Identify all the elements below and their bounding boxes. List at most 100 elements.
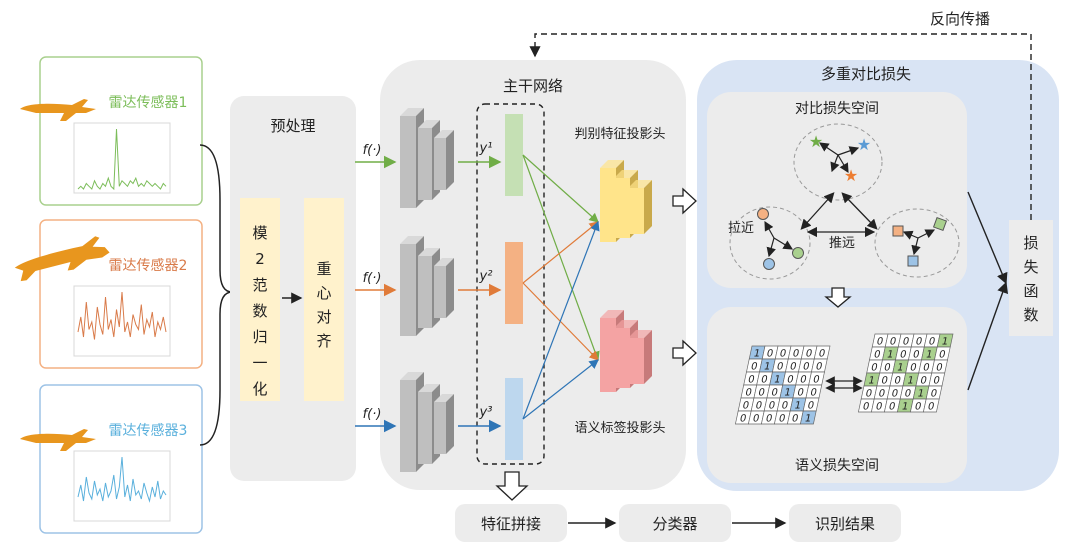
encoder-label: f(·): [363, 271, 382, 286]
merge-brace: [199, 144, 233, 446]
matrix-value: 0: [739, 414, 748, 425]
matrix-value: 0: [765, 414, 774, 425]
matrix-value: 0: [778, 349, 787, 360]
feature-vector: [505, 114, 523, 196]
circle-icon: [757, 208, 769, 220]
head-block: [628, 188, 644, 234]
contrast-to-semantic-arrow: [824, 287, 852, 308]
conv-block: [434, 402, 446, 454]
result-label: 识别结果: [815, 515, 875, 533]
circle-points: [764, 220, 794, 258]
feature-label: y³: [479, 405, 493, 420]
matrix-value: 0: [802, 362, 811, 373]
to-sem-head-arrow: [522, 359, 599, 420]
matrix-value: 0: [888, 402, 897, 413]
matrix-value: 1: [916, 389, 925, 400]
conv-block: [400, 244, 416, 336]
square-icon: [892, 225, 904, 237]
matrix-value: 0: [778, 414, 787, 425]
matrix-value: 0: [875, 337, 884, 348]
matrix-value: 1: [793, 401, 802, 412]
matrix-value: 0: [786, 375, 795, 386]
classifier-label: 分类器: [652, 515, 697, 533]
pull-label: 拉近: [728, 221, 754, 236]
signal-line: [77, 128, 167, 191]
to-disc-head-arrow: [522, 220, 600, 420]
matrix-value: 0: [747, 375, 756, 386]
feature-label: y²: [479, 269, 493, 284]
conv-block: [446, 130, 454, 190]
matrix-value: 1: [886, 350, 895, 361]
conv-block: [434, 394, 454, 402]
head-block: [614, 178, 630, 238]
matrix-value: 0: [806, 401, 815, 412]
backprop-arrow: [529, 33, 1032, 220]
disc-head-label: 判别特征投影头: [574, 126, 665, 142]
align-text-char: 对: [316, 308, 331, 326]
cluster-stars: [793, 123, 883, 201]
star-icon: ★: [857, 135, 871, 154]
matrix-value: 0: [899, 350, 908, 361]
conv-block: [434, 138, 446, 190]
matrix-value: 1: [804, 414, 813, 425]
matrix-value: 0: [870, 363, 879, 374]
head-block: [600, 318, 616, 392]
disc-to-loss-arrow: [672, 187, 697, 215]
matrix-value: 0: [815, 362, 824, 373]
norm-text-char: 数: [252, 302, 267, 320]
align-text-char: 心: [316, 284, 331, 302]
matrix-value: 0: [862, 402, 871, 413]
matrix-value: 0: [929, 389, 938, 400]
square-icon: [932, 216, 948, 232]
conv-block: [418, 384, 440, 392]
head-block: [600, 168, 616, 242]
feature-label: y¹: [479, 141, 493, 156]
sem-head-label: 语义标签投影头: [574, 420, 665, 436]
head-block: [614, 328, 630, 388]
matrix-value: 0: [817, 349, 826, 360]
feature-dashed-box: [476, 103, 545, 465]
norm-text-char: 2: [255, 250, 265, 268]
norm-text-char: 化: [252, 380, 267, 398]
airplane-icon-group: [20, 429, 96, 451]
matrix-value: 0: [776, 362, 785, 373]
conv-block: [418, 392, 432, 464]
matrix-value: 0: [767, 401, 776, 412]
conv-block: [434, 258, 454, 266]
matrix-value: 0: [914, 337, 923, 348]
contrast-space-panel: [707, 92, 967, 288]
matrix-value: 0: [888, 337, 897, 348]
matrix-value: 0: [893, 376, 902, 387]
backprop-label: 反向传播: [930, 10, 990, 28]
feature-vector: [505, 242, 523, 324]
matrix-value: 0: [912, 350, 921, 361]
norm-text-char: 一: [252, 354, 267, 372]
matrix-value: 0: [901, 337, 910, 348]
matrix-value: 0: [765, 349, 774, 360]
airplane-icon: [20, 99, 96, 121]
norm-text-char: 模: [252, 224, 267, 242]
matrix-value: 1: [925, 350, 934, 361]
sem-to-loss-arrow: [672, 339, 697, 367]
norm-text-char: 归: [252, 328, 267, 346]
concat-label: 特征拼接: [481, 515, 541, 533]
matrix-value: 0: [799, 375, 808, 386]
head-block: [644, 180, 652, 234]
matrix-value: 0: [789, 362, 798, 373]
matrix-value: 0: [880, 376, 889, 387]
matrix-value: 0: [873, 350, 882, 361]
matrix-value: 0: [754, 401, 763, 412]
signal-plot-frame: [73, 122, 171, 194]
square-points: [902, 229, 936, 256]
lossfn-text-char: 函: [1023, 282, 1038, 300]
matrix-value: 1: [867, 376, 876, 387]
semantic-to-loss-arrow: [967, 281, 1008, 391]
matrix-value: 0: [804, 349, 813, 360]
cluster-circles: [729, 206, 811, 280]
matrix-value: 0: [914, 402, 923, 413]
